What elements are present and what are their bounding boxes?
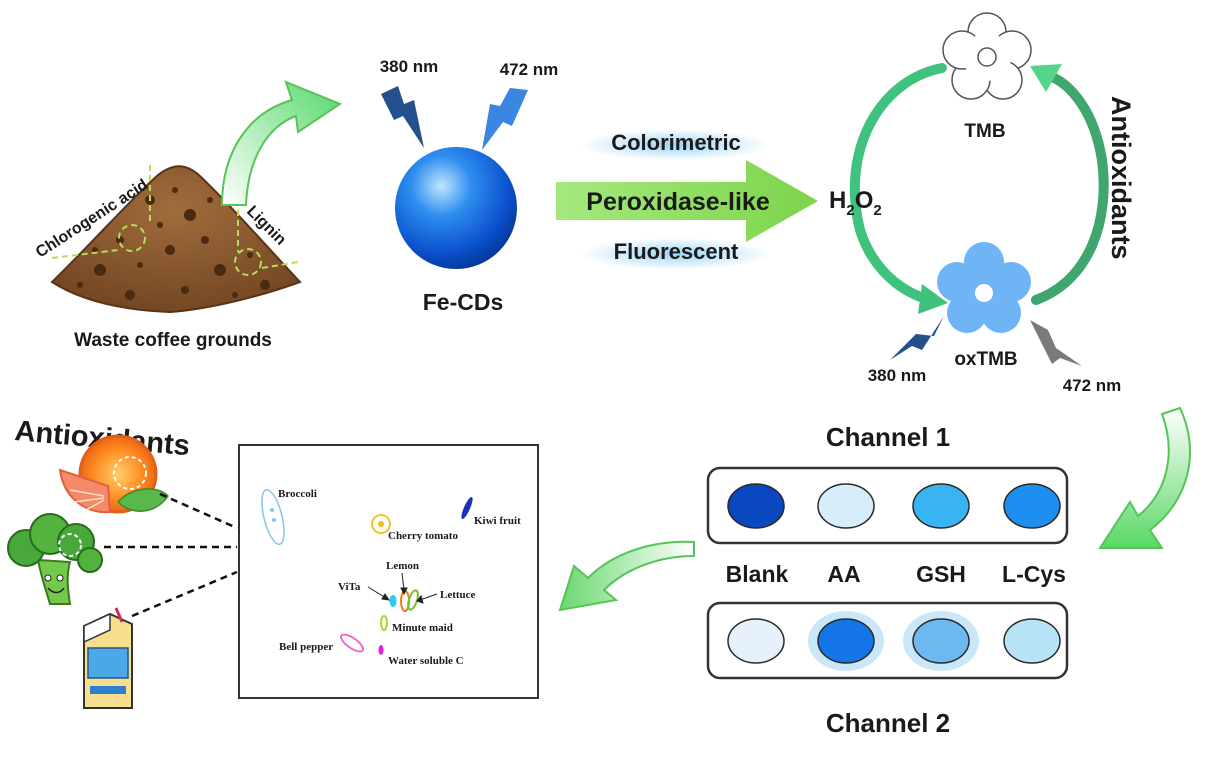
oxtmb-flower-icon <box>937 242 1031 333</box>
analyte-label: Blank <box>726 561 789 587</box>
lightning-bolt-icon <box>890 316 944 360</box>
cherry-tomato-point <box>378 521 384 527</box>
orange-icon <box>58 434 169 514</box>
h2o2-label: H2O2 <box>829 187 882 219</box>
analysis-arrow <box>558 540 695 612</box>
coffee-grounds-pile <box>50 165 302 314</box>
channel-well <box>817 618 875 664</box>
broccoli-point <box>272 518 276 522</box>
water-soluble-c-cluster <box>378 645 384 655</box>
coffee-grounds-label: Waste coffee grounds <box>74 330 272 351</box>
channel-2-panel <box>706 601 1069 680</box>
broccoli-label: Broccoli <box>278 488 317 500</box>
channel-well <box>912 618 970 664</box>
detection-arrow <box>1098 406 1191 549</box>
oxtmb-label: oxTMB <box>954 349 1017 370</box>
channel-well <box>727 618 785 664</box>
excitation-380-label: 380 nm <box>380 57 439 76</box>
juice-carton-icon <box>83 607 133 709</box>
broccoli-icon <box>7 513 103 605</box>
lightning-bolt-icon <box>1030 320 1082 366</box>
colorimetric-label: Colorimetric <box>611 130 741 155</box>
minute-maid-cluster <box>380 615 388 631</box>
kiwi-cluster <box>461 496 473 520</box>
analyte-labels: Blank AA GSH L-Cys <box>726 561 1066 587</box>
channel-1-label: Channel 1 <box>826 422 950 452</box>
analyte-label: GSH <box>916 561 966 587</box>
fe-cds-nanozyme <box>395 147 517 269</box>
channel-1-wells <box>727 483 1061 529</box>
cherry-tomato-cluster <box>371 514 391 534</box>
sample-connectors <box>104 492 238 618</box>
emission-472-label: 472 nm <box>1063 376 1122 395</box>
bell-pepper-cluster <box>340 633 364 653</box>
emission-380-label: 380 nm <box>868 366 927 385</box>
antioxidants-cycle-label: Antioxidants <box>1106 96 1136 260</box>
pca-labels: Broccoli Cherry tomato Kiwi fruit Lemon … <box>278 488 521 667</box>
channel-2-label: Channel 2 <box>826 708 950 738</box>
vita-cluster <box>389 595 397 607</box>
analyte-label: AA <box>827 561 860 587</box>
lemon-label: Lemon <box>386 560 419 572</box>
lightning-bolt-icon <box>482 88 528 150</box>
tmb-label: TMB <box>964 121 1005 142</box>
lightning-bolt-icon <box>381 86 424 148</box>
colorimetric-glow <box>580 129 770 161</box>
broccoli-cluster <box>261 488 285 546</box>
pca-plot-frame <box>238 444 539 699</box>
channel-2-wells <box>727 611 1061 671</box>
bell-pepper-label: Bell pepper <box>279 641 333 653</box>
cherry-tomato-label: Cherry tomato <box>388 530 458 542</box>
peroxidase-arrow <box>556 160 818 242</box>
fluorescent-glow <box>580 238 770 270</box>
channel-well <box>1003 483 1061 529</box>
channel-well <box>912 483 970 529</box>
water-soluble-c-label: Water soluble C <box>388 655 464 667</box>
oxidation-arrow <box>849 63 948 314</box>
excitation-472-label: 472 nm <box>500 60 559 79</box>
fluorescent-label: Fluorescent <box>614 239 739 264</box>
broccoli-point <box>270 508 274 512</box>
lettuce-label: Lettuce <box>440 589 476 601</box>
kiwi-label: Kiwi fruit <box>474 515 521 527</box>
channel-well <box>817 483 875 529</box>
vita-label: ViTa <box>338 581 361 593</box>
pca-clusters <box>261 488 473 655</box>
peroxidase-label: Peroxidase-like <box>586 188 770 216</box>
channel-well <box>727 483 785 529</box>
reduction-arrow <box>1030 64 1109 305</box>
channel-1-panel <box>706 466 1069 545</box>
channel-well <box>1003 618 1061 664</box>
analyte-label: L-Cys <box>1002 561 1066 587</box>
minute-maid-label: Minute maid <box>392 622 453 634</box>
synthesis-arrow <box>220 80 343 206</box>
fe-cds-label: Fe-CDs <box>423 289 504 315</box>
tmb-flower-icon <box>942 12 1032 100</box>
